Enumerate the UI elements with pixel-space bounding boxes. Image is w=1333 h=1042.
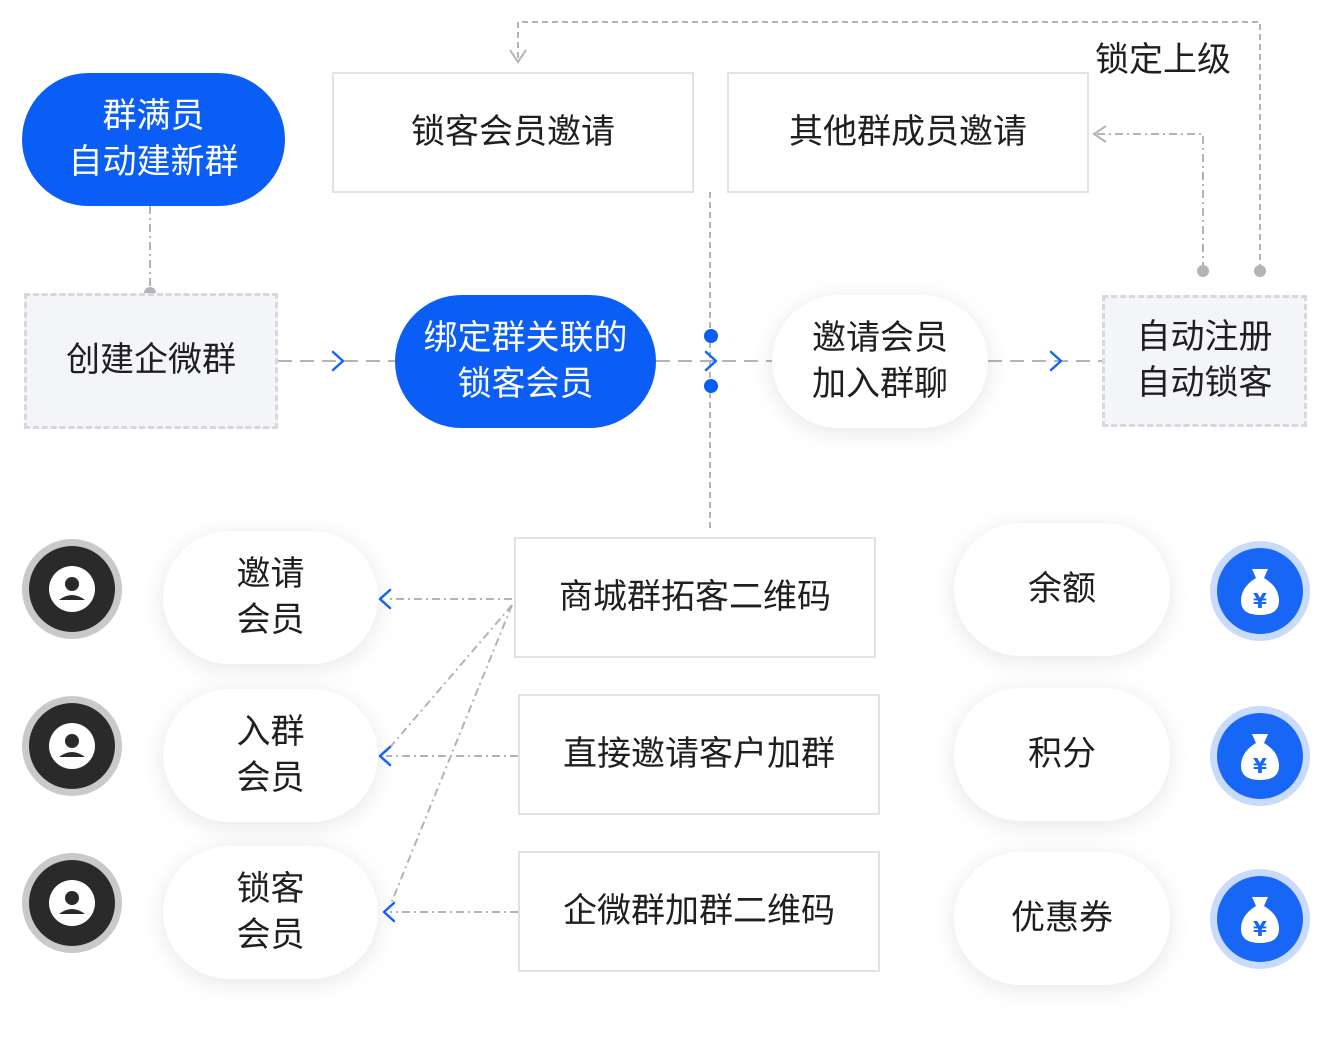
auto-new-group-node: 群满员 自动建新群	[22, 73, 285, 206]
channel-mall-qrcode: 商城群拓客二维码	[514, 537, 876, 658]
invite-join-node: 邀请会员 加入群聊	[772, 295, 988, 428]
money-bag-icon: ¥	[1210, 706, 1310, 806]
member-joined-node: 入群 会员	[163, 689, 378, 822]
user-avatar-icon	[22, 539, 122, 639]
channel-label: 商城群拓客二维码	[559, 576, 831, 617]
reward-balance-node: 余额	[954, 523, 1170, 656]
bind-group-node: 绑定群关联的 锁客会员	[395, 295, 656, 428]
user-avatar-icon	[22, 696, 122, 796]
user-avatar-icon	[22, 853, 122, 953]
svg-text:¥: ¥	[1253, 754, 1267, 778]
create-group-node: 创建企微群	[24, 293, 278, 429]
svg-text:¥: ¥	[1253, 917, 1267, 941]
reward-points-node: 积分	[954, 688, 1170, 821]
other-member-invite-label: 其他群成员邀请	[789, 111, 1027, 152]
channel-direct-invite: 直接邀请客户加群	[518, 694, 880, 815]
money-bag-icon: ¥	[1210, 541, 1310, 641]
other-member-invite-box: 其他群成员邀请	[727, 72, 1089, 193]
reward-label: 积分	[1028, 733, 1096, 774]
create-group-label: 创建企微群	[66, 340, 236, 381]
reward-label: 余额	[1028, 568, 1096, 609]
channel-label: 企微群加群二维码	[563, 890, 835, 931]
lock-member-invite-label: 锁客会员邀请	[411, 111, 615, 152]
channel-group-qrcode: 企微群加群二维码	[518, 851, 880, 972]
member-invite-node: 邀请 会员	[163, 531, 378, 664]
lock-superior-label: 锁定上级	[1095, 40, 1231, 80]
reward-label: 优惠券	[1011, 897, 1113, 938]
reward-coupon-node: 优惠券	[954, 852, 1170, 985]
auto-register-node: 自动注册 自动锁客	[1102, 295, 1307, 427]
member-locked-node: 锁客 会员	[163, 846, 378, 979]
svg-text:¥: ¥	[1253, 589, 1267, 613]
lock-member-invite-box: 锁客会员邀请	[332, 72, 694, 193]
channel-label: 直接邀请客户加群	[563, 733, 835, 774]
money-bag-icon: ¥	[1210, 869, 1310, 969]
